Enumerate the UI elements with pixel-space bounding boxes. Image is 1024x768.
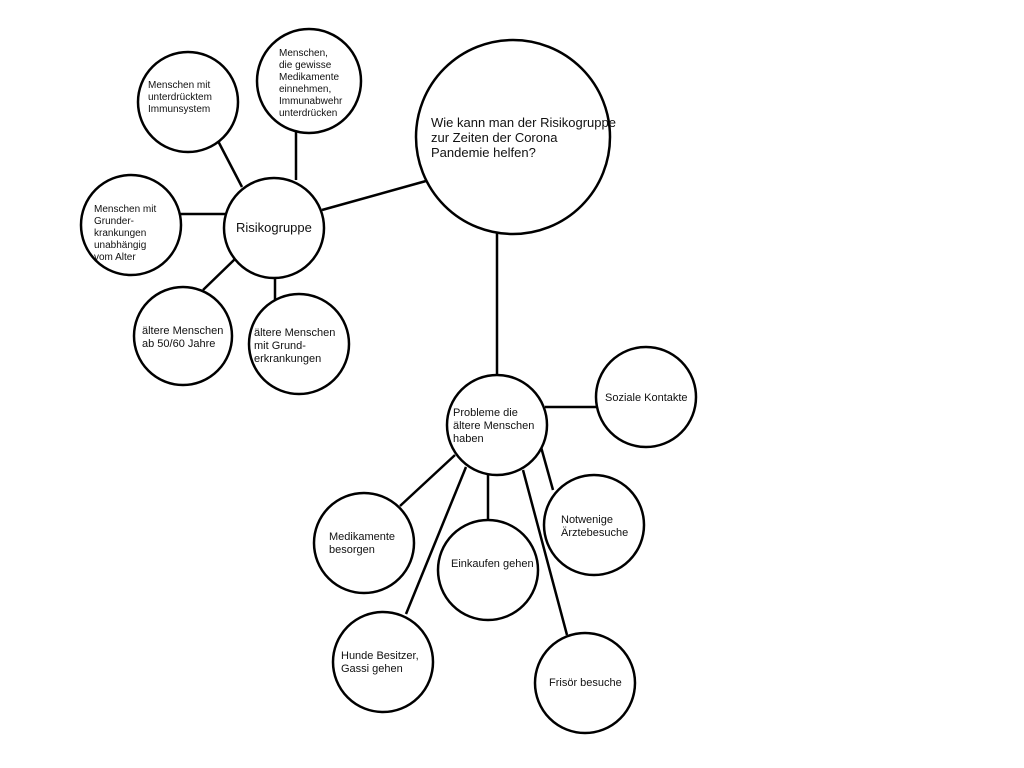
- label-line: ab 50/60 Jahre: [142, 338, 215, 350]
- label-line: Menschen mit: [148, 80, 210, 91]
- label-line: einnehmen,: [279, 84, 331, 95]
- label-line: Einkaufen gehen: [451, 558, 534, 570]
- label-line: Frisör besuche: [549, 677, 622, 689]
- label-line: unterdrücken: [279, 108, 337, 119]
- einkaufen-label: Einkaufen gehen: [451, 558, 534, 570]
- label-line: mit Grund-: [254, 340, 306, 352]
- label-line: Soziale Kontakte: [605, 392, 688, 404]
- label-line: die gewisse: [279, 60, 332, 71]
- label-line: zur Zeiten der Corona: [431, 130, 558, 145]
- label-line: ältere Menschen: [453, 420, 534, 432]
- label-line: ältere Menschen: [142, 325, 223, 337]
- node-risikogruppe[interactable]: Risikogruppe: [222, 176, 326, 280]
- edge-center-risk: [321, 179, 427, 212]
- node-frisoer[interactable]: Frisör besuche: [533, 631, 637, 735]
- label-line: erkrankungen: [254, 353, 321, 365]
- label-line: Gassi gehen: [341, 663, 403, 675]
- label-line: unabhängig: [94, 240, 146, 251]
- node-soziale-kontakte[interactable]: Soziale Kontakte: [594, 345, 698, 449]
- label-line: unterdrücktem: [148, 92, 212, 103]
- edge-problems-aerzte: [539, 446, 555, 491]
- connector-lines: [180, 131, 597, 636]
- label-line: vom Alter: [94, 252, 136, 263]
- node-hunde[interactable]: Hunde Besitzer,Gassi gehen: [331, 610, 435, 714]
- hunde-label: Hunde Besitzer,Gassi gehen: [341, 650, 419, 675]
- label-line: Menschen mit: [94, 204, 156, 215]
- label-line: Immunsystem: [148, 104, 210, 115]
- label-line: Medikamente: [329, 531, 395, 543]
- risikogruppe-label: Risikogruppe: [236, 220, 312, 235]
- label-line: Risikogruppe: [236, 220, 312, 235]
- edge-risk-aeltere-50-60: [202, 258, 236, 291]
- edge-problems-hunde: [404, 466, 468, 615]
- label-line: ältere Menschen: [254, 327, 335, 339]
- edge-risk-immunsystem: [215, 138, 244, 188]
- label-line: Ärztebesuche: [561, 527, 628, 539]
- label-line: Probleme die: [453, 407, 518, 419]
- label-line: Wie kann man der Risikogruppe: [431, 115, 616, 130]
- label-line: Pandemie helfen?: [431, 145, 536, 160]
- label-line: Notwenige: [561, 514, 613, 526]
- node-einkaufen[interactable]: Einkaufen gehen: [436, 518, 540, 622]
- soziale-kontakte-label: Soziale Kontakte: [605, 392, 688, 404]
- label-line: Menschen,: [279, 48, 328, 59]
- label-line: haben: [453, 433, 484, 445]
- label-line: Immunabwehr: [279, 96, 343, 107]
- edge-problems-medikamente: [399, 454, 456, 507]
- label-line: Hunde Besitzer,: [341, 650, 419, 662]
- label-line: krankungen: [94, 228, 146, 239]
- label-line: Grunder-: [94, 216, 134, 227]
- edge-problems-frisoer: [521, 469, 569, 636]
- label-line: besorgen: [329, 544, 375, 556]
- label-line: Medikamente: [279, 72, 339, 83]
- frisoer-label: Frisör besuche: [549, 677, 622, 689]
